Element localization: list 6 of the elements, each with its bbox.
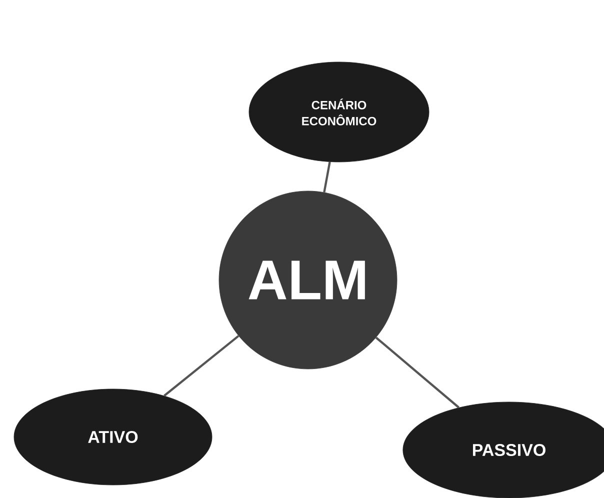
ellipse-node: PASSIVO [402, 402, 604, 498]
connector-line [375, 336, 460, 408]
connector-line [164, 335, 240, 397]
connector-line [323, 162, 331, 192]
ellipse-node: ATIVO [14, 388, 212, 486]
ellipse-node: CENÁRIO ECONÔMICO [248, 62, 430, 162]
